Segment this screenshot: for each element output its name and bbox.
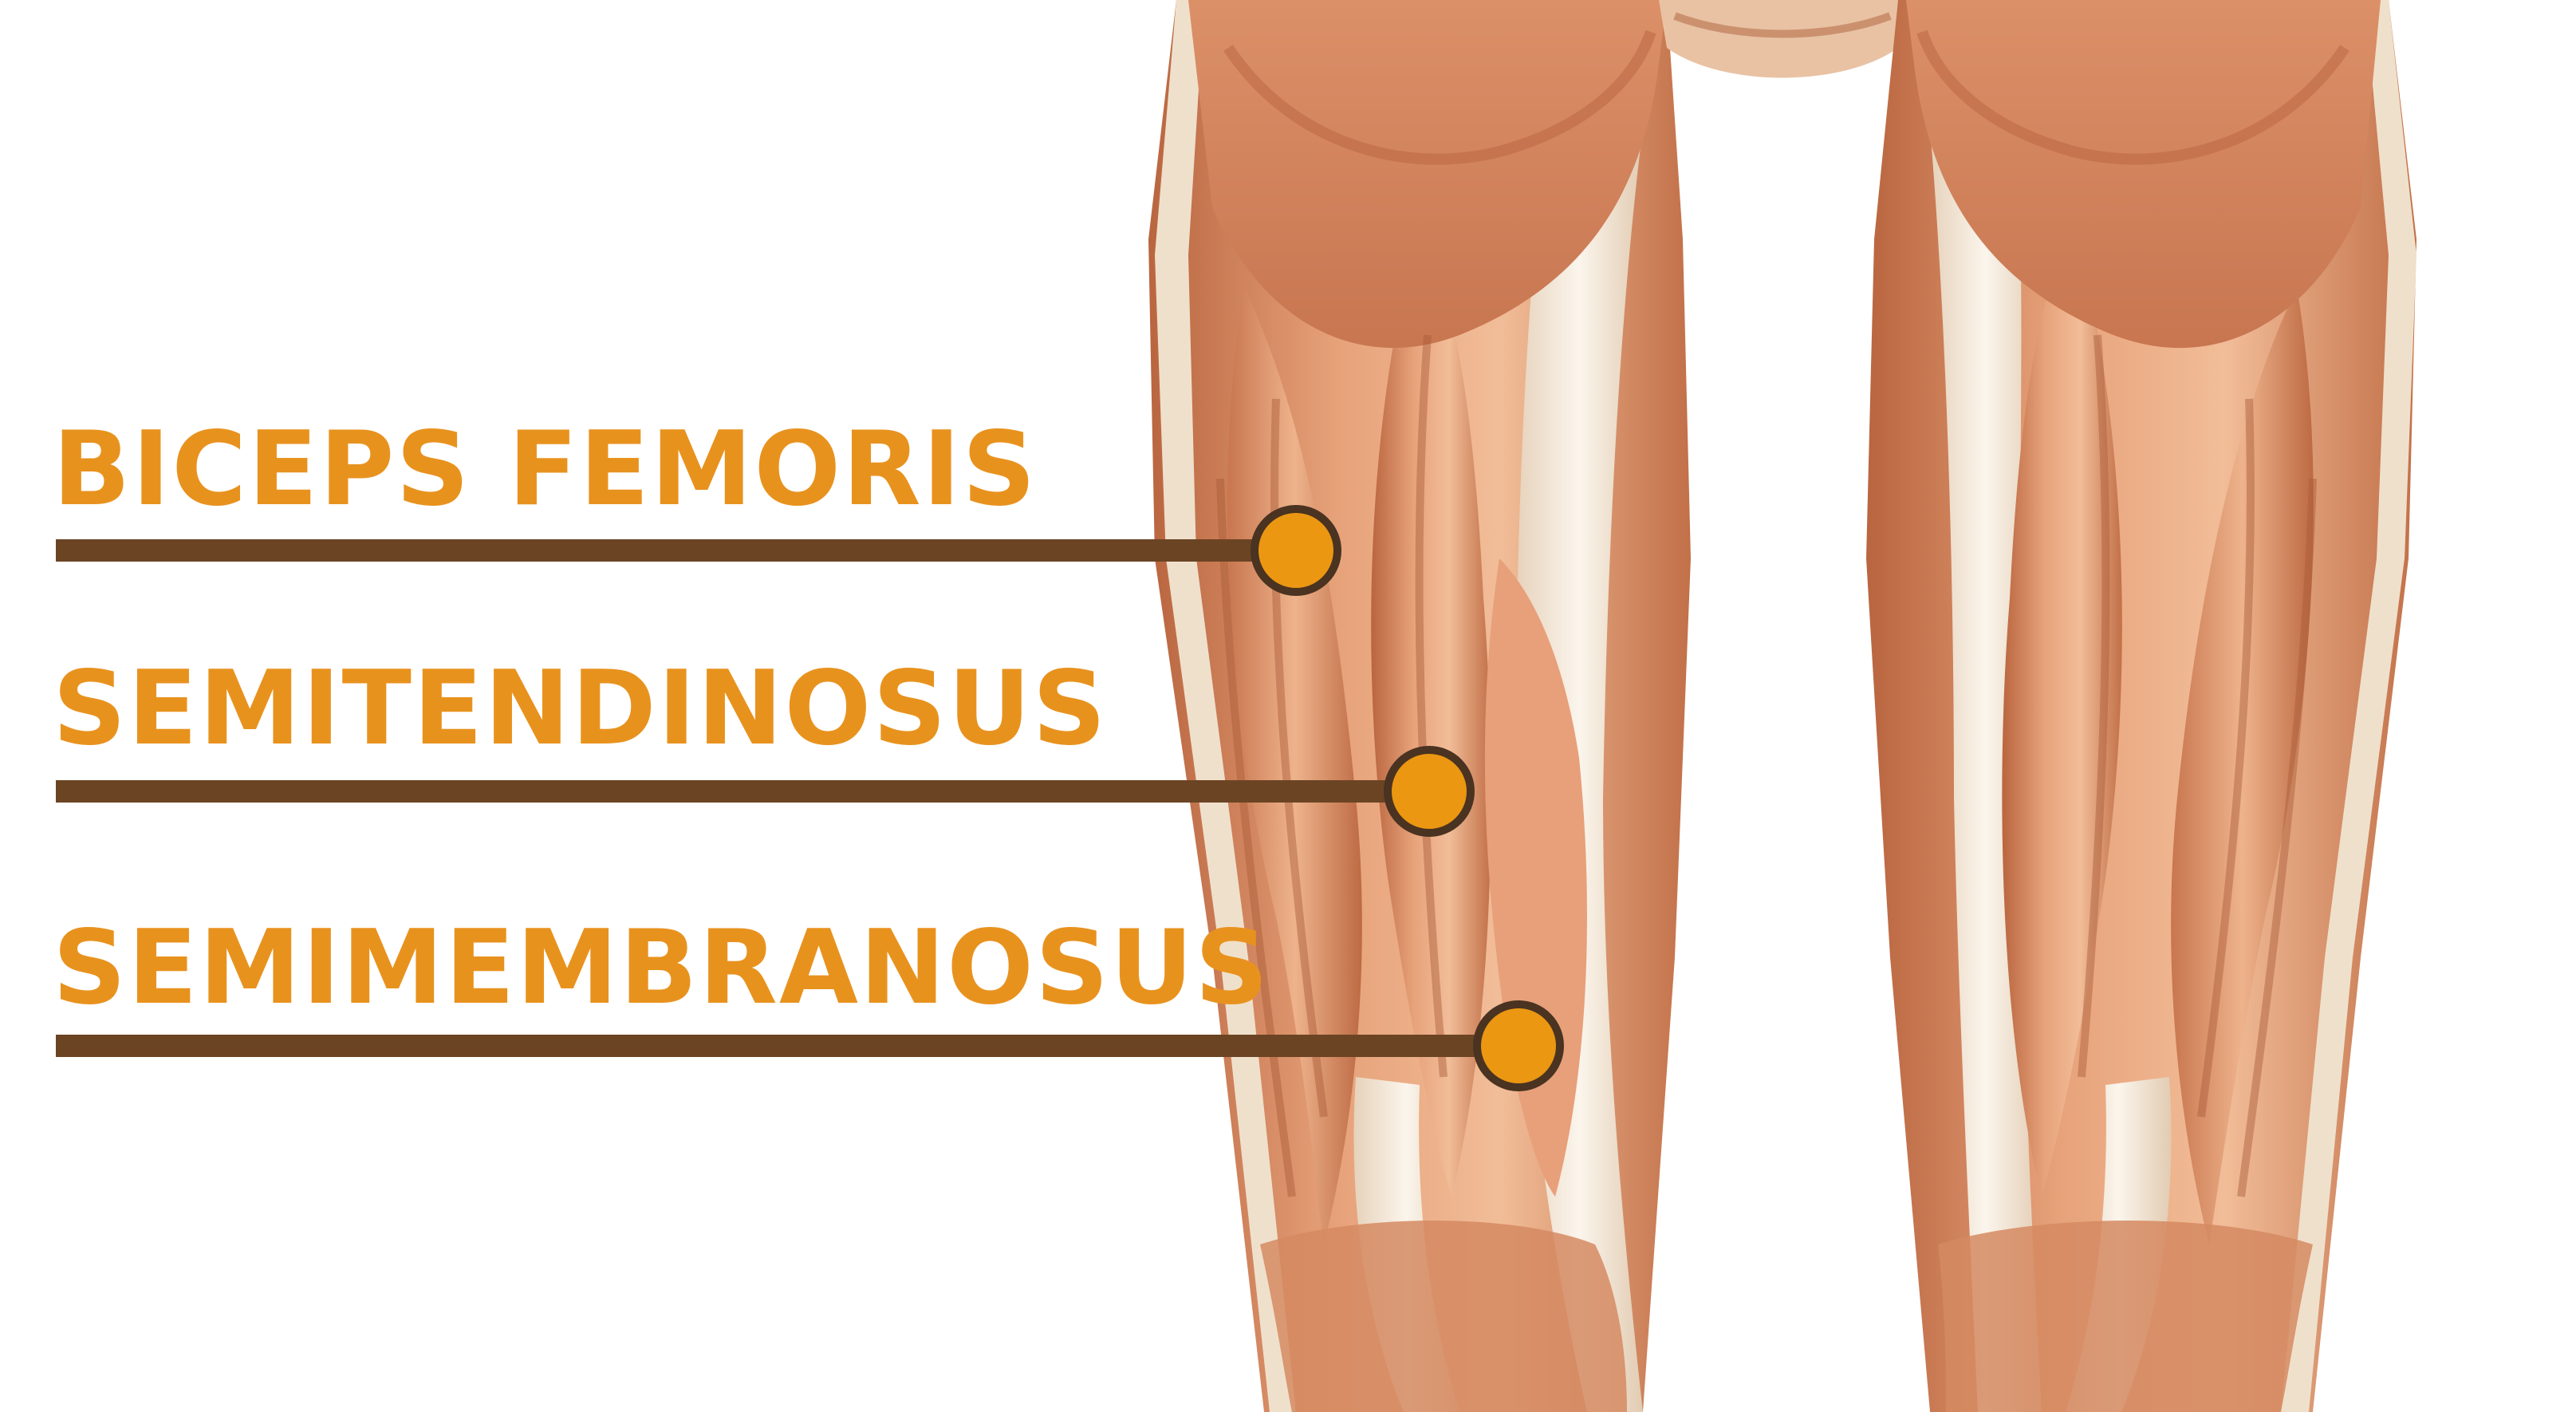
leader-line: [56, 780, 1429, 803]
left-gluteus-shade: [1223, 30, 1656, 165]
left-thigh-outer-band: [1155, 0, 1296, 1412]
pelvis: [1659, 0, 1906, 78]
right-thigh-outer-band: [2281, 0, 2416, 1412]
callout-semimembranosus: [56, 1000, 1564, 1091]
marker-dot: [1473, 1000, 1564, 1091]
leader-line: [56, 1035, 1518, 1057]
label-semitendinosus: SEMITENDINOSUS: [53, 649, 1108, 768]
pelvis-tissue: [1659, 0, 1906, 78]
label-semimembranosus: SEMIMEMBRANOSUS: [53, 909, 1270, 1027]
right-muscle-lines: [2078, 334, 2317, 1197]
marker-dot: [1384, 746, 1475, 837]
left-gluteus: [1188, 0, 1667, 349]
left-calf-top: [1260, 1221, 1627, 1412]
right-thigh: [1866, 0, 2416, 1412]
right-calf-top: [1938, 1221, 2313, 1412]
right-semitendinosus: [2002, 223, 2122, 1197]
left-thigh: [1148, 0, 1691, 1412]
marker-dot: [1251, 505, 1341, 596]
right-biceps-femoris: [2171, 287, 2314, 1244]
right-gluteus: [1906, 0, 2381, 349]
callout-biceps-femoris: [56, 505, 1341, 596]
right-gluteus-shade: [1916, 30, 2350, 165]
semitendinosus-muscle: [1371, 223, 1491, 1197]
label-biceps-femoris: BICEPS FEMORIS: [53, 410, 1038, 529]
pelvis-lines: [1673, 12, 1892, 38]
leader-line: [56, 539, 1296, 562]
right-tendon-inner: [1930, 128, 2042, 1412]
callout-semitendinosus: [56, 746, 1475, 837]
left-muscle-lines: [1216, 334, 1448, 1197]
